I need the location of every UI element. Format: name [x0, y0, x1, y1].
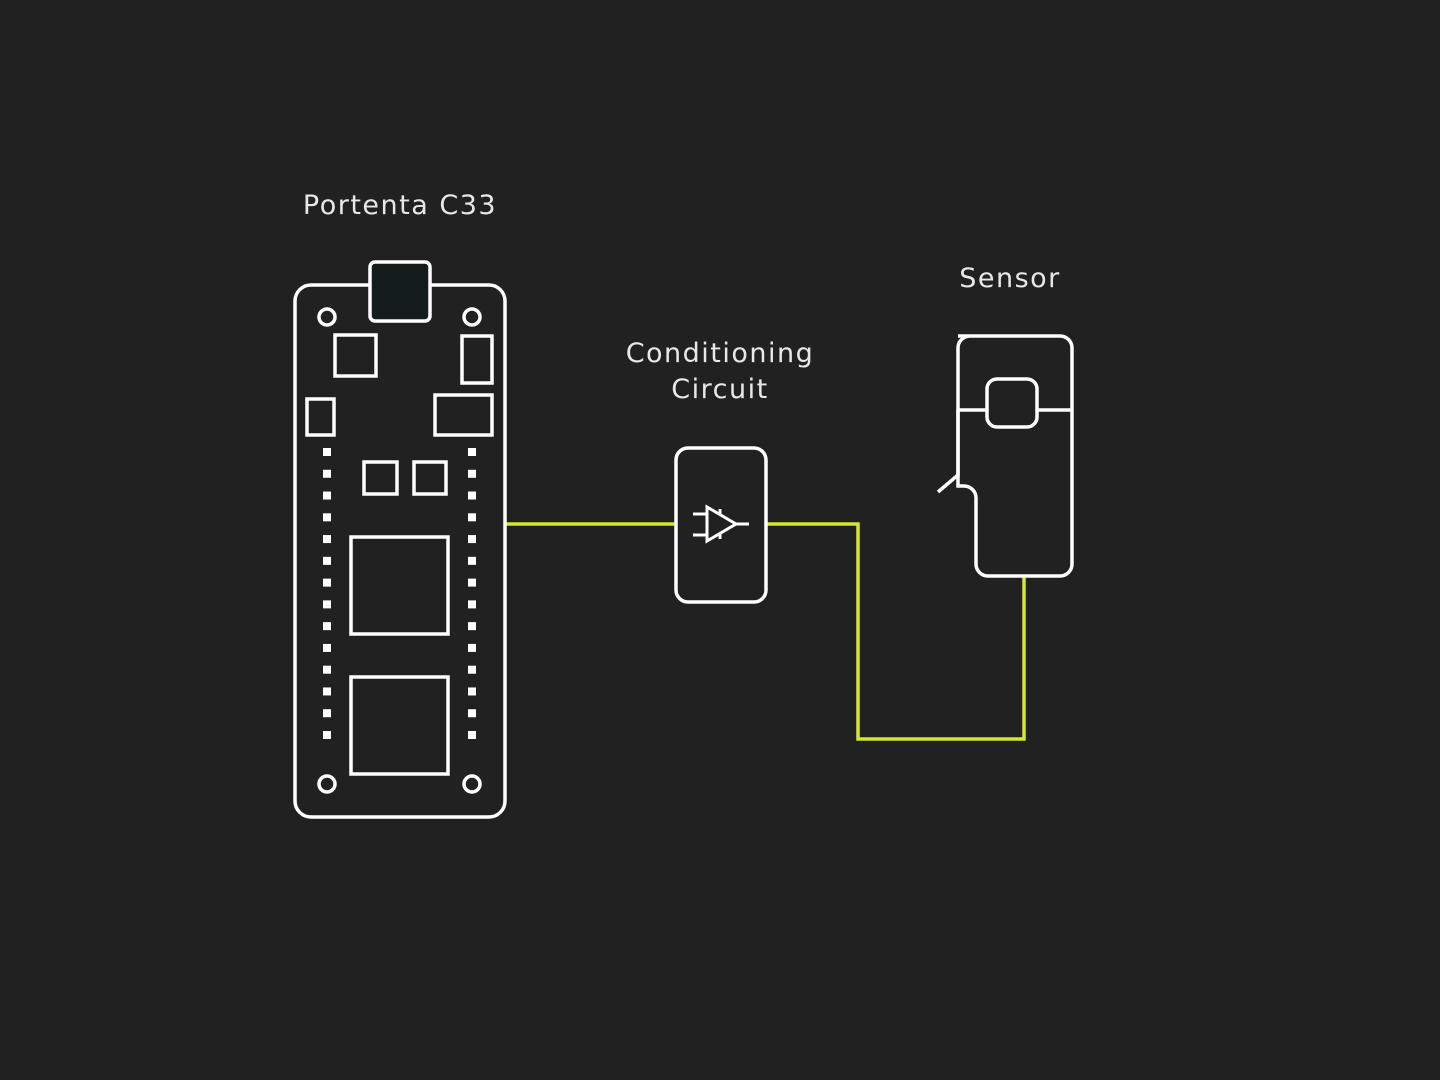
sensor-clamp-jaw	[936, 408, 1072, 494]
pin-left	[323, 513, 331, 522]
wire-conditioning-to-sensor	[766, 522, 1026, 741]
sensor-body	[956, 334, 1074, 578]
conditioning-label-line1: Conditioning	[626, 338, 815, 369]
pin-right	[468, 665, 476, 674]
mount-hole	[317, 774, 337, 794]
mount-hole	[462, 774, 482, 794]
component	[362, 460, 399, 496]
pin-left	[323, 469, 331, 478]
amplifier-icon	[693, 504, 749, 544]
pin-left	[323, 622, 331, 631]
pin-left	[323, 535, 331, 544]
pin-left	[323, 448, 331, 456]
usb-connector	[368, 260, 432, 323]
board-label: Portenta C33	[303, 190, 497, 221]
pin-right	[468, 731, 476, 739]
sensor-label: Sensor	[959, 263, 1061, 294]
pin-left	[323, 709, 331, 718]
conditioning-label-line2: Circuit	[671, 374, 768, 405]
pin-right	[468, 469, 476, 478]
chip	[349, 535, 450, 636]
pin-right	[468, 687, 476, 696]
chip	[349, 675, 450, 776]
component	[412, 460, 448, 496]
conditioning-circuit	[674, 446, 768, 604]
current-clamp-sensor-icon	[936, 334, 1074, 578]
pin-right	[468, 556, 476, 565]
pin-right	[468, 535, 476, 544]
component	[333, 333, 378, 378]
conditioning-box	[674, 446, 768, 604]
component	[460, 334, 494, 385]
pin-right	[468, 491, 476, 500]
pin-left	[323, 643, 331, 652]
pin-left	[323, 491, 331, 500]
pin-right	[468, 578, 476, 587]
pin-left	[323, 556, 331, 565]
pin-left	[323, 731, 331, 739]
pin-right	[468, 513, 476, 522]
board-icon	[293, 260, 507, 819]
sensor-window	[985, 377, 1039, 429]
pin-left	[323, 687, 331, 696]
mount-hole	[462, 307, 482, 327]
pin-right	[468, 709, 476, 718]
pin-left	[323, 578, 331, 587]
component	[433, 393, 494, 437]
pin-right	[468, 643, 476, 652]
component	[305, 397, 336, 437]
pin-right	[468, 622, 476, 631]
pin-right	[468, 600, 476, 609]
pin-left	[323, 665, 331, 674]
pin-right	[468, 448, 476, 456]
mount-hole	[317, 307, 337, 327]
pin-left	[323, 600, 331, 609]
